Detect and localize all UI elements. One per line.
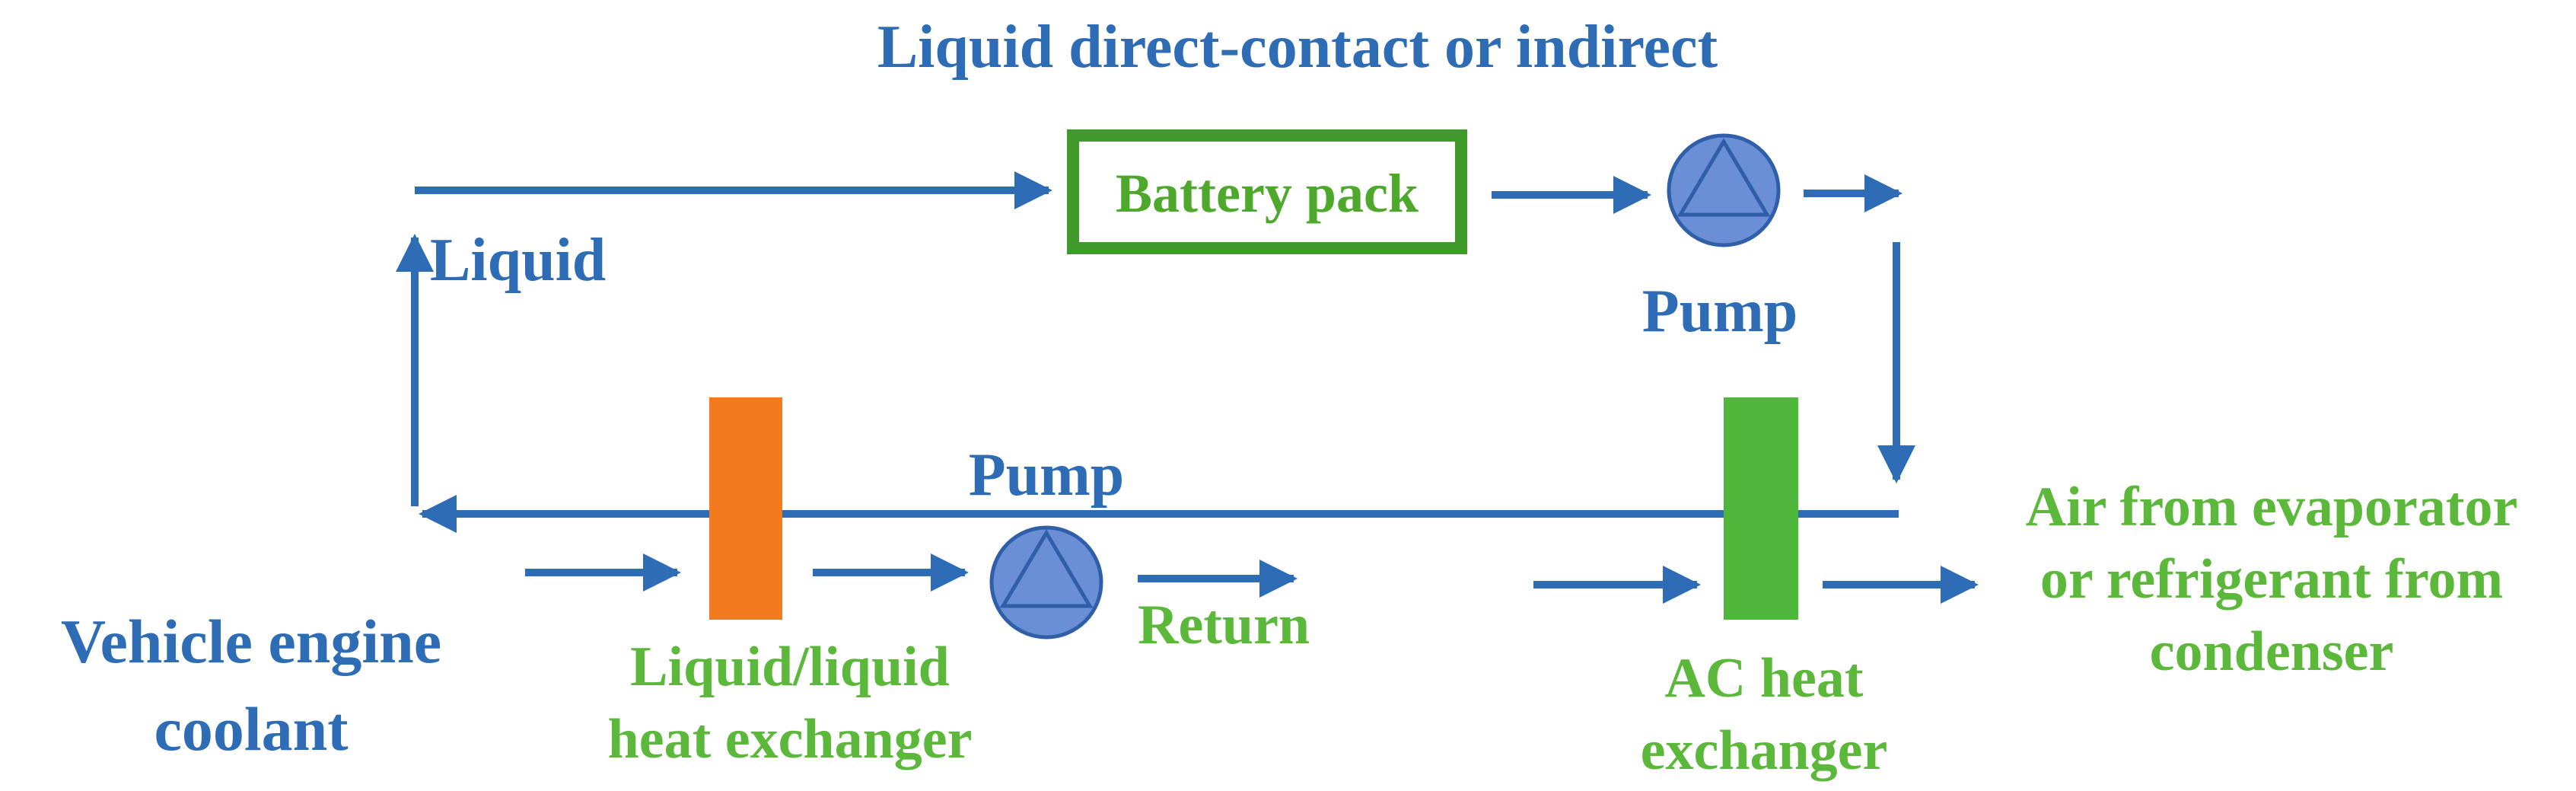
air-label-line3: condenser <box>2150 620 2394 683</box>
vehicle-engine-label-line2: coolant <box>154 694 348 764</box>
battery-pack-box <box>1067 129 1467 254</box>
lhx-label-line1: Liquid/liquid <box>630 636 950 698</box>
pump-top-circle <box>1667 133 1781 247</box>
battery-pack: Battery pack <box>1067 129 1467 254</box>
liquid-liquid-heat-exchanger <box>709 397 782 620</box>
pump-bottom-circle <box>989 525 1103 639</box>
vehicle-engine-label-line1: Vehicle engine <box>61 607 441 676</box>
liquid-label: Liquid <box>430 227 606 294</box>
pump-bottom <box>989 525 1103 639</box>
pump-top-label: Pump <box>1642 278 1798 345</box>
engine-coolant-path <box>525 553 1298 598</box>
ac-heat-exchanger <box>1724 397 1798 620</box>
coolant-loop <box>396 171 1915 533</box>
ac-label-line2: exchanger <box>1641 719 1888 782</box>
return-label: Return <box>1138 594 1310 656</box>
pump-bottom-triangle <box>999 529 1094 608</box>
pump-top-triangle <box>1676 138 1771 217</box>
air-label-line2: or refrigerant from <box>2040 548 2503 611</box>
diagram-title: Liquid direct-contact or indirect <box>877 14 1718 81</box>
battery-pack-label: Battery pack <box>1116 163 1419 224</box>
pump-bottom-label: Pump <box>969 442 1125 509</box>
pump-top <box>1667 133 1781 247</box>
air-label-line1: Air from evaporator <box>2026 476 2518 538</box>
ac-label-line1: AC heat <box>1664 647 1863 710</box>
lhx-label-line2: heat exchanger <box>608 708 973 770</box>
